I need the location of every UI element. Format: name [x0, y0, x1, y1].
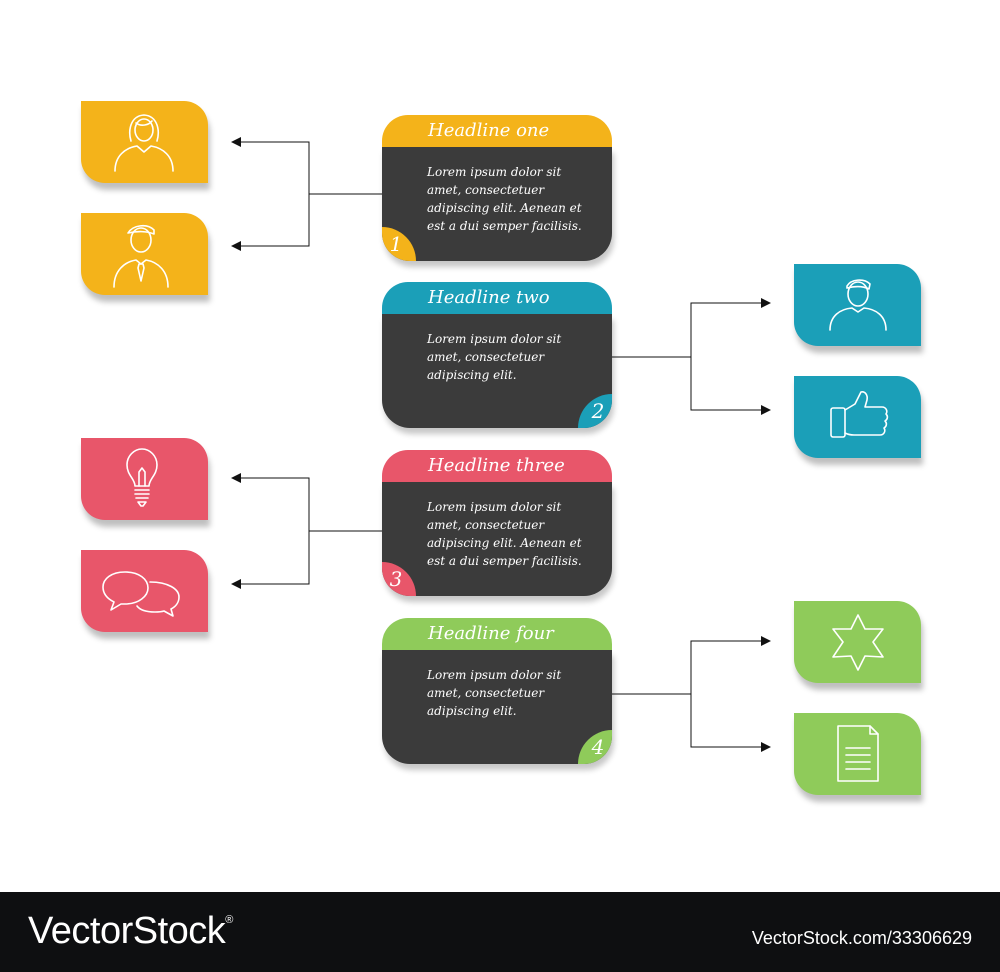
tile-thumbs-up	[794, 376, 921, 458]
tile-lightbulb	[81, 438, 208, 520]
step-number-badge: 3	[382, 562, 416, 596]
connector-card4-document	[690, 694, 771, 752]
step-number-badge: 1	[382, 227, 416, 261]
card-headline-three: Headline three Lorem ipsum dolor sit ame…	[382, 450, 612, 596]
businessman-icon	[113, 224, 169, 288]
tile-chat	[81, 550, 208, 632]
document-icon	[837, 725, 879, 782]
star-icon	[832, 614, 884, 671]
watermark-banner: VectorStock® VectorStock.com/33306629	[0, 892, 1000, 972]
card-body: Lorem ipsum dolor sit amet, consectetuer…	[382, 482, 612, 596]
card-headline-one: Headline one Lorem ipsum dolor sit amet,…	[382, 115, 612, 261]
card-header: Headline four	[382, 618, 612, 650]
chat-bubbles-icon	[102, 571, 180, 617]
connector-card1-woman	[231, 137, 382, 195]
card-header: Headline one	[382, 115, 612, 147]
lightbulb-icon	[126, 448, 158, 507]
step-number-badge: 4	[578, 730, 612, 764]
flowchart: Headline one Lorem ipsum dolor sit amet,…	[81, 101, 921, 795]
connector-card3-bulb	[231, 473, 382, 532]
step-number-badge: 2	[578, 394, 612, 428]
connector-card4-star	[610, 636, 771, 695]
card-text: Lorem ipsum dolor sit amet, consectetuer…	[427, 500, 582, 568]
card-header: Headline three	[382, 450, 612, 482]
card-text: Lorem ipsum dolor sit amet, consectetuer…	[427, 332, 562, 382]
card-headline: Headline one	[428, 120, 550, 141]
thumbs-up-icon	[830, 391, 889, 438]
card-text: Lorem ipsum dolor sit amet, consectetuer…	[427, 165, 582, 233]
card-headline-four: Headline four Lorem ipsum dolor sit amet…	[382, 618, 612, 764]
connector-card3-chat	[231, 531, 310, 589]
connector-card1-businessman	[231, 194, 310, 251]
image-credit: VectorStock.com/33306629	[751, 928, 972, 948]
card-header: Headline two	[382, 282, 612, 314]
tile-man	[794, 264, 921, 346]
woman-icon	[114, 114, 174, 172]
card-text: Lorem ipsum dolor sit amet, consectetuer…	[427, 668, 562, 718]
card-body: Lorem ipsum dolor sit amet, consectetuer…	[382, 147, 612, 261]
vectorstock-logo: VectorStock®	[28, 910, 233, 952]
man-icon	[829, 279, 887, 331]
tile-woman	[81, 101, 208, 183]
card-body: Lorem ipsum dolor sit amet, consectetuer…	[382, 650, 612, 764]
card-body: Lorem ipsum dolor sit amet, consectetuer…	[382, 314, 612, 428]
card-headline: Headline three	[428, 455, 565, 476]
connector-card2-thumbs	[690, 357, 771, 415]
card-headline: Headline two	[428, 287, 550, 308]
card-headline-two: Headline two Lorem ipsum dolor sit amet,…	[382, 282, 612, 428]
tile-businessman	[81, 213, 208, 295]
card-headline: Headline four	[428, 623, 554, 644]
connector-card2-man	[610, 298, 771, 358]
connector-lines	[231, 137, 771, 752]
tile-document	[794, 713, 921, 795]
tile-star	[794, 601, 921, 683]
